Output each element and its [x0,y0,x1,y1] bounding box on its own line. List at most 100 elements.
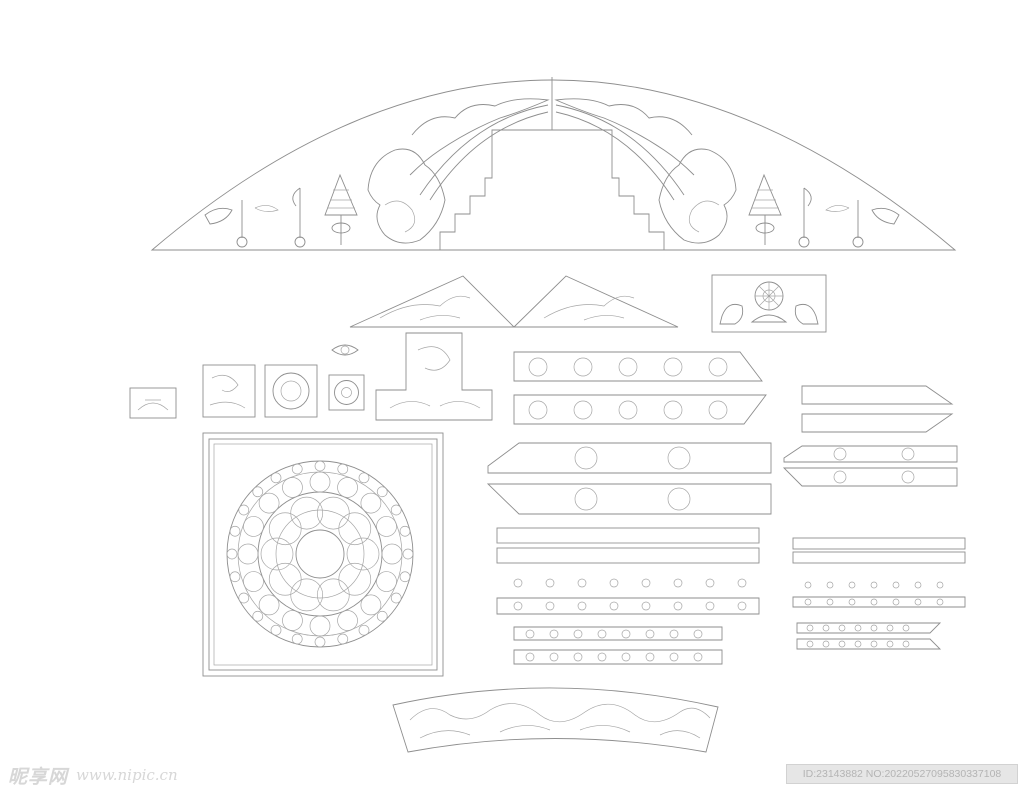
frieze-motif [549,629,559,639]
frieze-motif [618,400,638,420]
arch-pediment [150,77,957,251]
frieze-motif [641,601,651,611]
frieze-motif [609,601,619,611]
frieze-motif [573,652,583,662]
frieze-motif [804,581,812,589]
mandala-petal-outer [381,543,403,565]
frieze-motif [838,640,846,648]
mandala-bead [390,592,402,604]
mandala-bead [270,472,282,484]
frieze-motif [645,652,655,662]
mandala-petal-inner [268,562,302,596]
frieze-motif [708,357,728,377]
frieze-motif [573,357,593,377]
frieze-motif [854,624,862,632]
mandala-petal-outer [360,492,382,514]
frieze-motif [848,581,856,589]
frieze-motif [833,470,847,484]
mandala-petal-outer [360,594,382,616]
mandala-bead [314,460,326,472]
frieze-motif [693,652,703,662]
frieze-motif [708,400,728,420]
frieze-motif [577,601,587,611]
frieze-motif [806,624,814,632]
frieze-motif [663,357,683,377]
gable-ornaments [349,275,679,328]
frieze-motif [528,357,548,377]
frieze-motif [914,598,922,606]
mandala-bead [376,486,388,498]
frieze-motif [669,629,679,639]
frieze-motif [577,578,587,588]
mandala-petal-outer [243,571,264,592]
mandala-petal-inner [268,512,302,546]
frieze-motif [936,581,944,589]
mandala-bead [270,624,282,636]
watermark-url: www.nipic.cn [76,766,178,784]
mandala-bead [252,610,264,622]
frieze-motif [573,400,593,420]
mandala-bead [252,486,264,498]
frieze-motif [618,357,638,377]
frieze-motif [549,652,559,662]
frieze-motif [641,578,651,588]
frieze-motif [936,598,944,606]
frieze-motif [870,624,878,632]
mandala-bead [226,548,238,560]
frieze-motif [574,446,598,470]
frieze-motif [667,446,691,470]
frieze-motif [574,487,598,511]
mandala-bead [402,548,414,560]
image-id-bar: ID:23143882 NO:20220527095830337108 [786,764,1018,784]
frieze-motif [737,578,747,588]
mandala-bead [238,504,250,516]
frieze-motif [833,447,847,461]
frieze-motif [892,581,900,589]
frieze-motif [886,624,894,632]
mandala-bead [291,463,303,475]
frieze-motif [673,601,683,611]
frieze-motif [901,447,915,461]
mandala-petal-outer [258,492,280,514]
dharma-wheel-panel [711,274,827,333]
frieze-motif [822,640,830,648]
mandala-bead [337,633,349,645]
frieze-motif [826,598,834,606]
mandala-bead [229,525,241,537]
frieze-motif [914,581,922,589]
frieze-motif [886,640,894,648]
mandala-petal-outer [258,594,280,616]
frieze-motif [621,629,631,639]
small-ornaments [129,332,493,421]
frieze-motif [901,470,915,484]
frieze-motif [545,578,555,588]
frieze-motif [848,598,856,606]
mandala-bead [238,592,250,604]
mandala-petal-inner [338,562,372,596]
frieze-motif [892,598,900,606]
frieze-motif [669,652,679,662]
mandala-petal-outer [376,516,397,537]
frieze-motif [597,629,607,639]
frieze-bands [486,351,966,665]
frieze-motif [705,601,715,611]
frieze-motif [609,578,619,588]
frieze-motif [621,652,631,662]
frieze-motif [663,400,683,420]
frieze-motif [902,640,910,648]
mandala-petal-outer [309,471,331,493]
mandala-bead [229,571,241,583]
frieze-motif [806,640,814,648]
mandala-bead [376,610,388,622]
mandala-petal-outer [237,543,259,565]
mandala-petal-inner [290,578,324,612]
frieze-motif [854,640,862,648]
mandala-petal-inner [260,537,294,571]
frieze-motif [838,624,846,632]
mandala-bead [358,624,370,636]
frieze-motif [525,652,535,662]
frieze-motif [870,581,878,589]
mandala-bead [337,463,349,475]
frieze-motif [667,487,691,511]
